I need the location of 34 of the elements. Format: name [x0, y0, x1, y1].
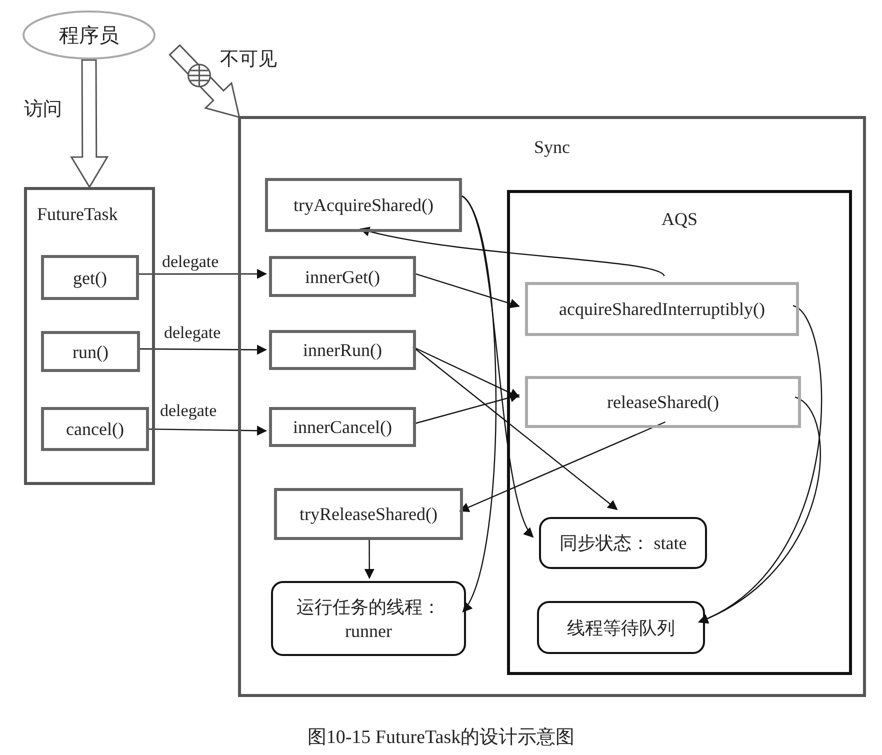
method-box: run(): [41, 331, 140, 372]
edge-label: delegate: [158, 401, 219, 421]
group-frame: [24, 187, 155, 485]
node-label: 程序员: [58, 24, 120, 49]
edge-label: delegate: [162, 323, 223, 343]
arrow: [364, 537, 374, 579]
figure-caption: 图10-15 FutureTask的设计示意图: [307, 727, 575, 748]
rounded-box: 同步状态： state: [539, 517, 707, 569]
group-frame: [507, 190, 852, 675]
method-box: tryAcquireShared(): [265, 178, 462, 232]
group-heading: FutureTask: [37, 204, 118, 225]
arrow: [136, 268, 267, 279]
group-heading: AQS: [660, 209, 698, 230]
arrow: [146, 426, 267, 436]
method-box: innerGet(): [269, 256, 416, 297]
rounded-box: 线程等待队列: [537, 601, 705, 654]
group-heading: Sync: [533, 137, 571, 158]
method-box: innerRun(): [269, 330, 416, 370]
method-box: innerCancel(): [269, 407, 416, 447]
method-box: get(): [41, 255, 139, 300]
arrow: [137, 344, 267, 355]
method-box: tryReleaseShared(): [274, 488, 463, 540]
group-frame: [238, 116, 866, 697]
method-box: cancel(): [41, 407, 149, 451]
arrow: [459, 421, 666, 512]
arrow: [698, 396, 821, 623]
method-box: releaseShared(): [525, 376, 801, 428]
method-box: acquireSharedInterruptibly(): [525, 282, 799, 336]
arrow: [360, 226, 665, 276]
hollow-arrow: [70, 59, 109, 188]
edge-label: delegate: [160, 252, 221, 272]
rounded-box: 运行任务的线程： runner: [271, 581, 466, 656]
edge-label: 不可见: [218, 50, 279, 70]
actor-ellipse: [22, 10, 156, 60]
